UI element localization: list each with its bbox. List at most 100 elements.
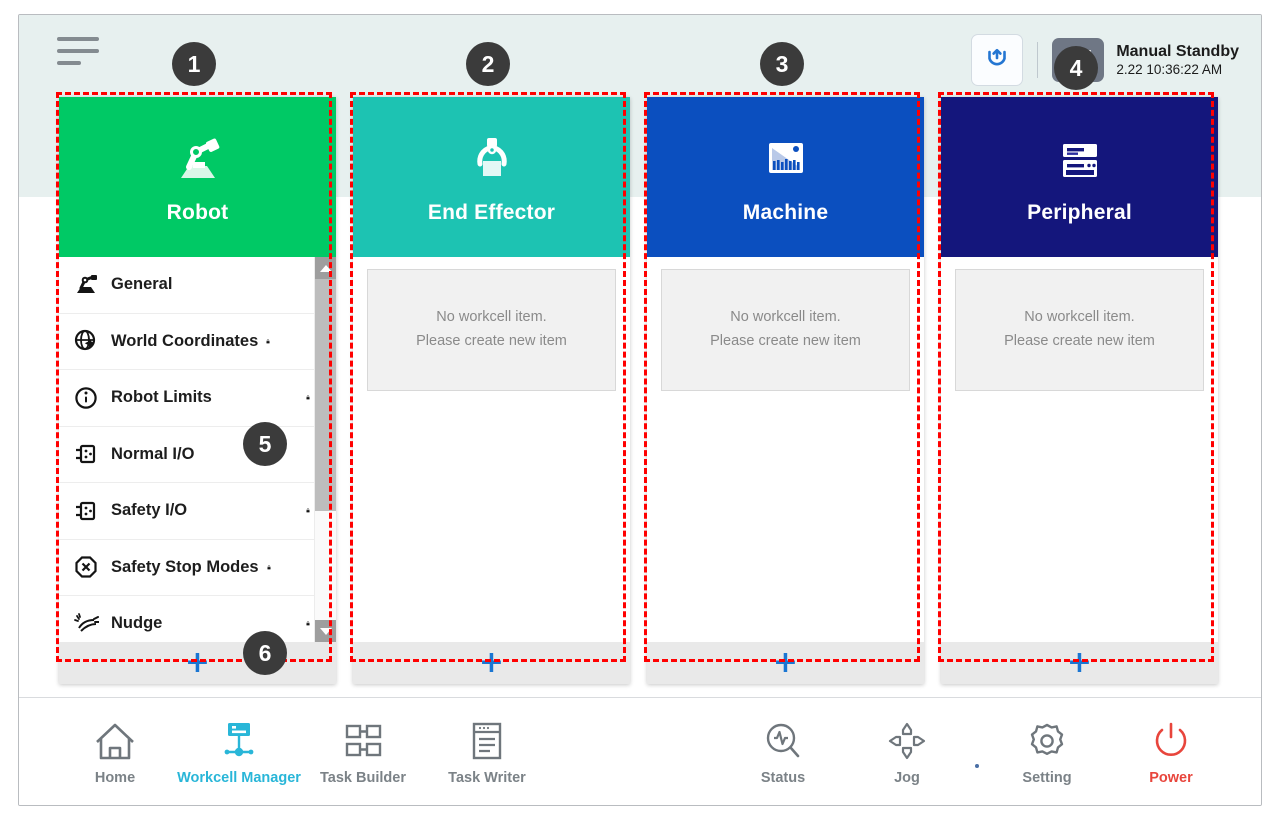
panel-title-machine: Machine (742, 201, 829, 224)
workcell-panels: Robot (19, 15, 1261, 805)
panel-end-effector: End Effector No workcell item. Please cr… (353, 97, 630, 684)
panel-peripheral: Peripheral No workcell item. Please crea… (941, 97, 1218, 684)
list-item-label: World Coordinates (111, 331, 259, 350)
robot-arm-icon (169, 129, 227, 191)
workcell-manager-icon (216, 712, 262, 762)
empty-line-2: Please create new item (710, 333, 861, 349)
annotation-badge-5: 5 (243, 422, 287, 466)
nav-label: Home (94, 770, 136, 786)
add-machine-item-button[interactable]: + (647, 642, 924, 684)
panel-body-robot: General World Coord (59, 257, 336, 642)
robot-arm-icon (71, 270, 101, 300)
nav-item-workcell-manager[interactable]: Workcell Manager (177, 712, 301, 786)
task-builder-icon (340, 712, 386, 762)
list-item-safety-io[interactable]: Safety I/O (59, 483, 336, 540)
plus-icon: + (184, 645, 211, 680)
bottom-nav-left-group: Home (19, 698, 549, 786)
add-end-effector-item-button[interactable]: + (353, 642, 630, 684)
empty-state-machine: No workcell item. Please create new item (661, 269, 910, 391)
globe-axes-icon (71, 326, 101, 356)
list-item-label: Robot Limits (111, 388, 212, 407)
nav-item-power[interactable]: Power (1109, 712, 1233, 786)
scrollbar-thumb[interactable] (315, 279, 336, 511)
task-writer-icon (464, 712, 510, 762)
panel-body-machine: No workcell item. Please create new item (647, 257, 924, 642)
list-item-nudge[interactable]: Nudge (59, 596, 336, 642)
stop-octagon-icon (71, 552, 101, 582)
nav-label: Jog (894, 770, 920, 786)
hamburger-menu-icon[interactable] (57, 37, 103, 75)
panel-title-end-effector: End Effector (427, 201, 556, 224)
robot-list-scrollbar[interactable] (314, 257, 336, 642)
panel-title-robot: Robot (166, 201, 229, 224)
annotation-badge-2: 2 (466, 42, 510, 86)
nav-separator-dot (975, 764, 979, 768)
nav-item-home[interactable]: Home (53, 712, 177, 786)
robot-settings-list: General World Coord (59, 257, 336, 642)
nav-label: Task Writer (448, 770, 526, 786)
list-item-label: Safety Stop Modes (111, 557, 259, 576)
list-item-safety-stop-modes[interactable]: Safety Stop Modes (59, 539, 336, 596)
reset-button[interactable] (971, 34, 1024, 86)
panel-body-peripheral: No workcell item. Please create new item (941, 257, 1218, 642)
list-item-label: General (111, 275, 173, 294)
hamburger-line (57, 37, 99, 41)
empty-line-2: Please create new item (416, 333, 567, 349)
status-title: Manual Standby (1116, 42, 1239, 60)
empty-line-1: No workcell item. (436, 309, 547, 326)
panel-header-peripheral[interactable]: Peripheral (941, 97, 1218, 257)
panel-title-peripheral: Peripheral (1027, 201, 1132, 224)
lock-icon (306, 613, 326, 635)
list-item-general[interactable]: General (59, 257, 336, 314)
list-item-world-coordinates[interactable]: World Coordinates (59, 313, 336, 370)
limits-circle-icon (71, 383, 101, 413)
list-item-normal-io[interactable]: Normal I/O (59, 426, 336, 483)
nav-item-jog[interactable]: Jog (845, 712, 969, 786)
lock-icon (266, 330, 286, 352)
panel-machine: Machine No workcell item. Please create … (647, 97, 924, 684)
status-pulse-icon (760, 712, 806, 762)
list-item-label: Normal I/O (111, 444, 195, 463)
plus-icon: + (1066, 645, 1093, 680)
nav-item-task-builder[interactable]: Task Builder (301, 712, 425, 786)
chevron-up-icon (320, 264, 332, 272)
add-peripheral-item-button[interactable]: + (941, 642, 1218, 684)
nav-label: Task Builder (320, 770, 406, 786)
annotation-badge-6: 6 (243, 631, 287, 675)
jog-dpad-icon (884, 712, 930, 762)
reset-arc-icon (988, 48, 1007, 66)
nav-label: Status (760, 770, 806, 786)
add-robot-item-button[interactable]: + (59, 642, 336, 684)
empty-state-end-effector: No workcell item. Please create new item (367, 269, 616, 391)
annotation-badge-4: 4 (1054, 46, 1098, 90)
empty-line-1: No workcell item. (1024, 309, 1135, 326)
panel-header-machine[interactable]: Machine (647, 97, 924, 257)
home-icon (92, 712, 138, 762)
bottom-nav-right-group: Status Jog (721, 698, 1261, 786)
annotation-badge-1: 1 (172, 42, 216, 86)
machine-icon (759, 129, 813, 191)
bottom-navigation-bar: Home (19, 697, 1261, 805)
panel-header-end-effector[interactable]: End Effector (353, 97, 630, 257)
nav-item-setting[interactable]: Setting (985, 712, 1109, 786)
plus-icon: + (772, 645, 799, 680)
nav-label: Power (1149, 770, 1193, 786)
gripper-icon (465, 129, 519, 191)
device-frame: Manual Standby 2.22 10:36:22 AM (18, 14, 1262, 806)
empty-line-1: No workcell item. (730, 309, 841, 326)
nav-label: Setting (1022, 770, 1072, 786)
annotation-badge-3: 3 (760, 42, 804, 86)
status-text-group: Manual Standby 2.22 10:36:22 AM (1116, 42, 1239, 79)
list-item-robot-limits[interactable]: Robot Limits (59, 370, 336, 427)
lock-icon (306, 387, 326, 409)
panel-header-robot[interactable]: Robot (59, 97, 336, 257)
chevron-down-icon (320, 627, 332, 635)
panel-body-end-effector: No workcell item. Please create new item (353, 257, 630, 642)
scroll-down-button[interactable] (315, 620, 336, 642)
header-divider (1037, 42, 1039, 78)
nav-item-status[interactable]: Status (721, 712, 845, 786)
server-rack-icon (1053, 129, 1107, 191)
nav-item-task-writer[interactable]: Task Writer (425, 712, 549, 786)
scroll-up-button[interactable] (315, 257, 336, 279)
